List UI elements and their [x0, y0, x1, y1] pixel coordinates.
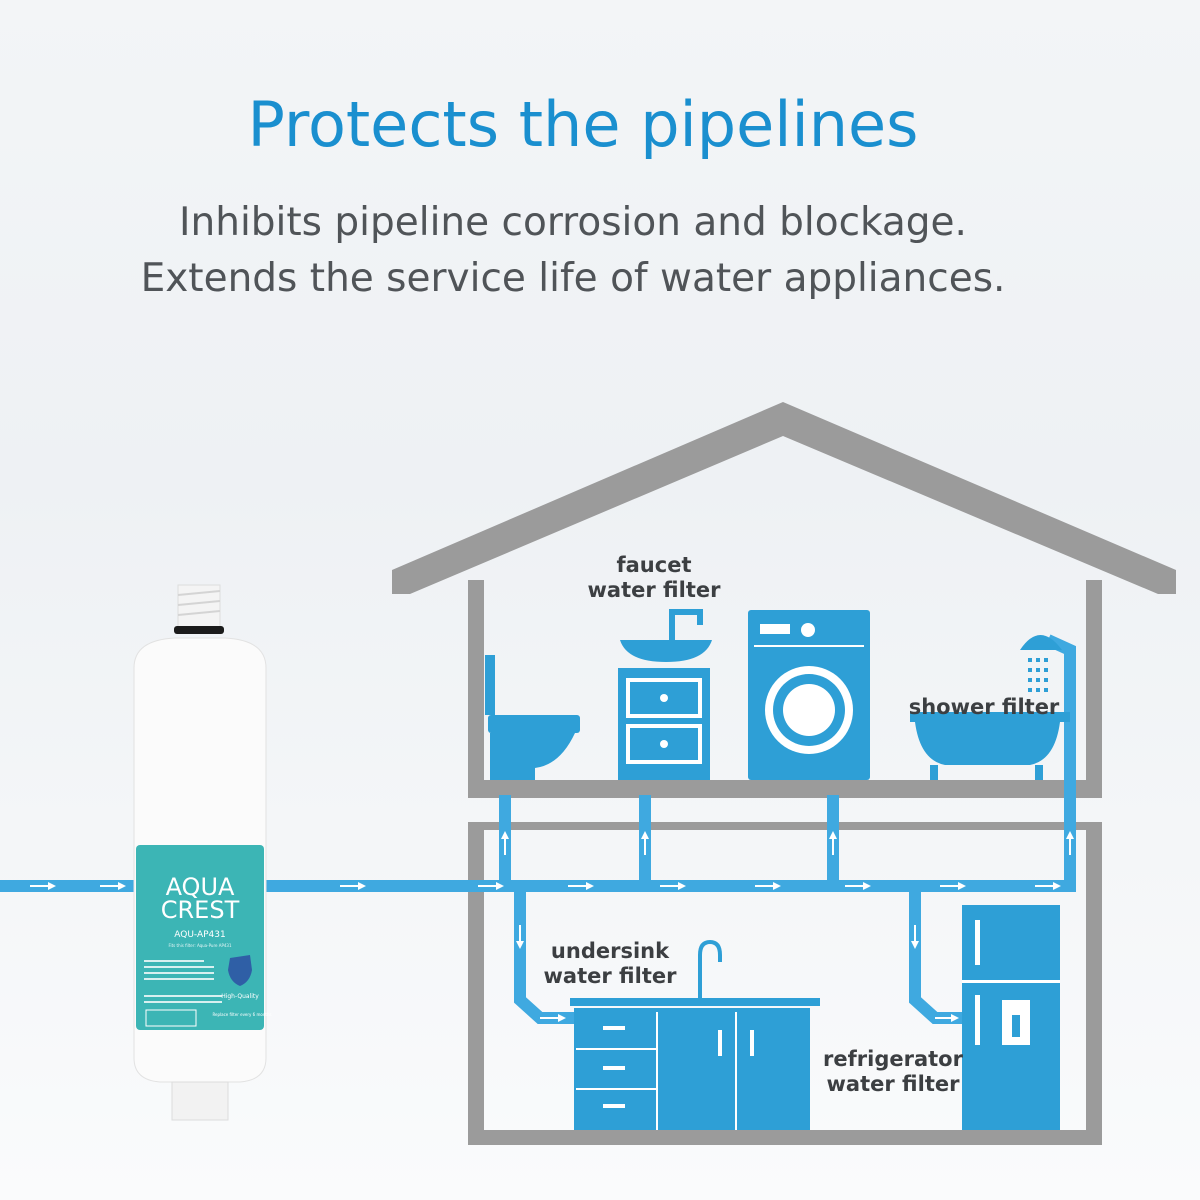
fits-text: Fits this filter: Aqua-Pure AP431: [168, 943, 232, 948]
label-shower: shower filter: [909, 695, 1060, 719]
pipe-fridge: [909, 886, 962, 1024]
kitchen-cabinet-icon: [570, 939, 820, 1130]
label-fridge-line1: refrigerator: [823, 1047, 964, 1071]
label-undersink-line2: water filter: [544, 964, 678, 988]
right-wall-lower: [1086, 822, 1102, 1145]
shower-drops-icon: [1028, 658, 1048, 692]
badge-text: High-Quality: [221, 993, 259, 1000]
replace-note: Replace filter every 6 months: [212, 1012, 271, 1017]
roof: [392, 402, 1176, 594]
flow-arrows: [30, 831, 1074, 1022]
upper-floor: [468, 780, 1102, 798]
label-fridge-line2: water filter: [827, 1072, 961, 1096]
label-faucet-line2: water filter: [588, 578, 722, 602]
ceiling-lower: [468, 822, 1102, 830]
refrigerator-icon: [962, 905, 1060, 1130]
product-label: [136, 845, 264, 1030]
house-outline: [392, 402, 1176, 1145]
washing-machine-icon: [748, 610, 870, 780]
right-wall-upper: [1086, 580, 1102, 780]
ground-floor: [468, 1130, 1102, 1145]
bathtub-shower-icon: [910, 635, 1070, 780]
date-box: [145, 1009, 197, 1027]
sink-cabinet-icon: [618, 609, 712, 780]
toilet-icon: [485, 655, 580, 780]
subtitle-line-1: Inhibits pipeline corrosion and blockage…: [179, 200, 967, 245]
certified-badge: [228, 955, 252, 986]
pipe-shower: [1045, 634, 1076, 886]
label-undersink-line1: undersink: [551, 939, 670, 963]
o-ring: [174, 626, 224, 634]
label-faucet-line1: faucet: [617, 553, 692, 577]
bottom-fitting: [171, 1081, 229, 1121]
brand-aqua: AQUA: [166, 873, 235, 901]
model-number: AQU-AP431: [174, 930, 225, 940]
left-wall-upper: [468, 580, 484, 780]
page-title: Protects the pipelines: [247, 88, 919, 161]
spec-lines: [144, 960, 222, 1003]
filter-cartridge: AQUA CREST AQU-AP431 Fits this filter: A…: [133, 584, 272, 1121]
brand-crest: CREST: [161, 896, 240, 924]
subtitle-line-2: Extends the service life of water applia…: [140, 256, 1006, 301]
left-wall-lower: [468, 822, 484, 1145]
